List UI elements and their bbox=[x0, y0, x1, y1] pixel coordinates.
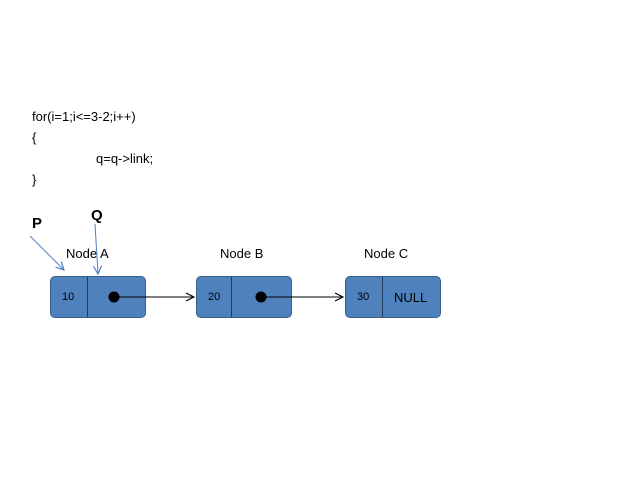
pointer-q-arrow bbox=[95, 223, 98, 274]
node-a-value: 10 bbox=[62, 291, 75, 303]
node-c-box: 30 NULL bbox=[345, 276, 441, 318]
node-c-label: Node C bbox=[364, 246, 409, 261]
node-b-label: Node B bbox=[220, 246, 264, 261]
node-b-value: 20 bbox=[208, 291, 221, 303]
code-line: for(i=1;i<=3-2;i++) bbox=[32, 109, 136, 124]
code-snippet: for(i=1;i<=3-2;i++) { q=q->link; } bbox=[32, 106, 153, 190]
code-line: } bbox=[32, 172, 37, 187]
node-b-link-dot bbox=[255, 291, 267, 303]
node-c-value: 30 bbox=[357, 291, 370, 303]
node-b-box: 20 bbox=[196, 276, 292, 318]
code-line: { bbox=[32, 130, 37, 145]
pointer-p-arrow bbox=[29, 235, 64, 270]
pointer-q-label: Q bbox=[91, 207, 103, 224]
node-a-link-dot bbox=[108, 291, 120, 303]
node-c-divider bbox=[382, 277, 383, 317]
node-a-divider bbox=[87, 277, 88, 317]
node-c-null-link: NULL bbox=[394, 290, 428, 305]
code-line: q=q->link; bbox=[96, 151, 154, 166]
node-b-divider bbox=[231, 277, 232, 317]
pointer-p-label: P bbox=[32, 215, 43, 232]
node-a-label: Node A bbox=[66, 246, 109, 261]
